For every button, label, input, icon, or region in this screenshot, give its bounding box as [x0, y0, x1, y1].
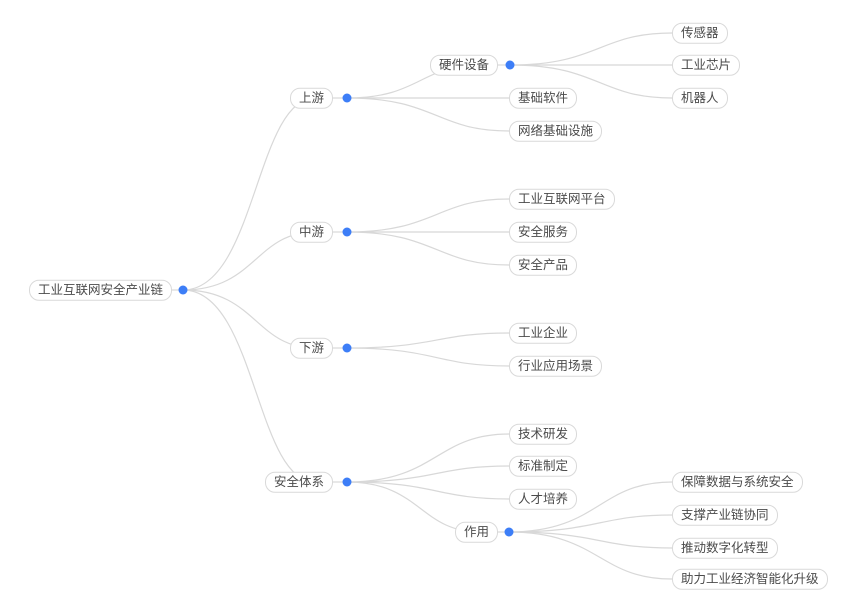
- mindmap-node-zuoyong[interactable]: 作用: [454, 521, 498, 543]
- mindmap-node-jiqiren[interactable]: 机器人: [672, 87, 728, 109]
- mindmap-node-shangyou[interactable]: 上游: [289, 87, 333, 109]
- mindmap-node-gongyexinpian[interactable]: 工业芯片: [672, 54, 741, 76]
- edge-xiayou-hyyingyong: [346, 347, 510, 367]
- mindmap-node-zhongyou[interactable]: 中游: [289, 221, 333, 243]
- edge-zuoyong-zhicheng: [508, 514, 673, 533]
- collapse-dot-root[interactable]: [178, 285, 188, 295]
- edge-zuoyong-zhuli: [508, 531, 673, 580]
- collapse-dot-yingjianshebei[interactable]: [505, 60, 515, 70]
- mindmap-node-aqchanpin[interactable]: 安全产品: [509, 254, 578, 276]
- mindmap-node-zhicheng[interactable]: 支撑产业链协同: [672, 504, 778, 526]
- mindmap-node-aqtixi[interactable]: 安全体系: [264, 471, 333, 493]
- mindmap-node-jichuruanjian[interactable]: 基础软件: [509, 87, 578, 109]
- edge-yingjianshebei-chuanganqi: [509, 32, 673, 66]
- mindmap-node-xiayou[interactable]: 下游: [289, 337, 333, 359]
- collapse-dot-shangyou[interactable]: [342, 93, 352, 103]
- mindmap-node-tuidong[interactable]: 推动数字化转型: [672, 537, 778, 559]
- mindmap-node-jsyanfa[interactable]: 技术研发: [509, 423, 578, 445]
- mindmap-node-gyqiye[interactable]: 工业企业: [509, 322, 578, 344]
- edge-zhongyou-aqchanpin: [346, 231, 510, 266]
- collapse-dot-zuoyong[interactable]: [504, 527, 514, 537]
- mindmap-node-rcpeiyang[interactable]: 人才培养: [509, 488, 578, 510]
- edge-aqtixi-rcpeiyang: [346, 481, 510, 500]
- collapse-dot-zhongyou[interactable]: [342, 227, 352, 237]
- edge-xiayou-gyqiye: [346, 332, 510, 349]
- mindmap-node-bzzhiding[interactable]: 标准制定: [509, 455, 578, 477]
- edge-aqtixi-bzzhiding: [346, 465, 510, 483]
- mindmap-node-chuanganqi[interactable]: 传感器: [672, 22, 728, 44]
- collapse-dot-aqtixi[interactable]: [342, 477, 352, 487]
- edge-aqtixi-jsyanfa: [346, 433, 510, 483]
- collapse-dot-xiayou[interactable]: [342, 343, 352, 353]
- mindmap-node-gypingtai[interactable]: 工业互联网平台: [509, 188, 615, 210]
- mindmap-node-wangluojichu[interactable]: 网络基础设施: [509, 120, 603, 142]
- edge-zhongyou-gypingtai: [346, 198, 510, 233]
- edge-zuoyong-tuidong: [508, 531, 673, 549]
- mindmap-node-zhuli[interactable]: 助力工业经济智能化升级: [672, 568, 828, 590]
- edge-root-shangyou: [182, 97, 316, 291]
- mindmap-node-root[interactable]: 工业互联网安全产业链: [28, 279, 172, 301]
- mindmap-node-baozhang[interactable]: 保障数据与系统安全: [672, 471, 803, 493]
- edge-root-aqtixi: [182, 289, 316, 483]
- mindmap-node-aqfuwu[interactable]: 安全服务: [509, 221, 578, 243]
- edge-shangyou-wangluojichu: [346, 97, 510, 132]
- mindmap-node-yingjianshebei[interactable]: 硬件设备: [429, 54, 498, 76]
- mindmap-node-hyyingyong[interactable]: 行业应用场景: [509, 355, 603, 377]
